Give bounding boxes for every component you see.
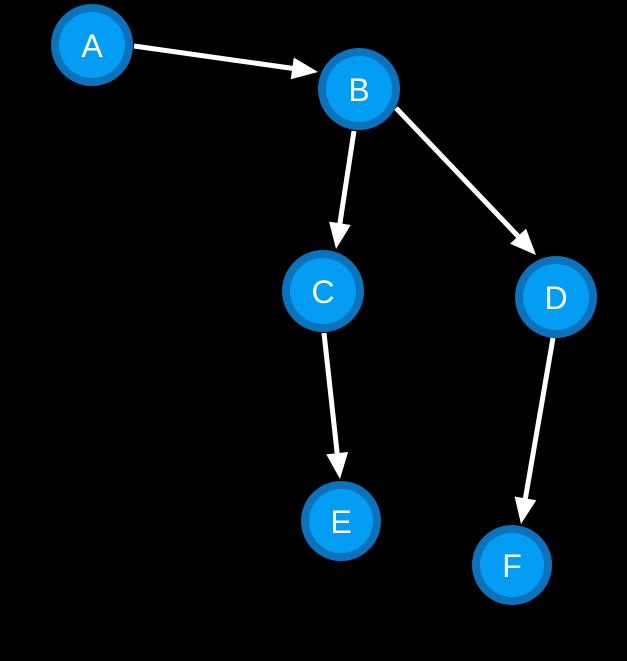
node-fill [309,489,373,553]
arrowhead-icon [290,57,318,80]
node-label: F [502,548,522,584]
node-fill [290,258,356,324]
node-label: A [81,28,103,64]
edge-shaft [394,106,522,241]
graph-node-d[interactable]: D [515,256,597,338]
edge-a-to-b [133,43,318,80]
arrowhead-icon [329,221,351,249]
node-fill [523,264,589,330]
edge-c-to-e [321,332,349,479]
edge-shaft [522,337,556,502]
arrowhead-icon [326,451,349,479]
node-fill [59,12,125,78]
node-label: D [544,280,567,316]
graph-node-e[interactable]: E [301,481,381,561]
edge-b-to-d [394,106,536,255]
edge-shaft [133,43,296,72]
edge-shaft [321,332,340,457]
node-label: E [330,504,351,540]
graph-node-c[interactable]: C [282,250,364,332]
arrowhead-icon [510,228,536,255]
node-fill [326,56,392,122]
graph-node-a[interactable]: A [51,4,133,86]
graph-node-f[interactable]: F [472,525,552,605]
node-fill [480,533,544,597]
nodes-layer: A B C D E F [51,4,597,605]
node-label: C [311,274,334,310]
edge-shaft [336,130,357,227]
edges-layer [133,43,556,524]
edge-d-to-f [514,337,556,524]
arrowhead-icon [514,496,537,524]
edge-b-to-c [329,130,357,249]
node-label: B [348,72,369,108]
graph-node-b[interactable]: B [318,48,400,130]
